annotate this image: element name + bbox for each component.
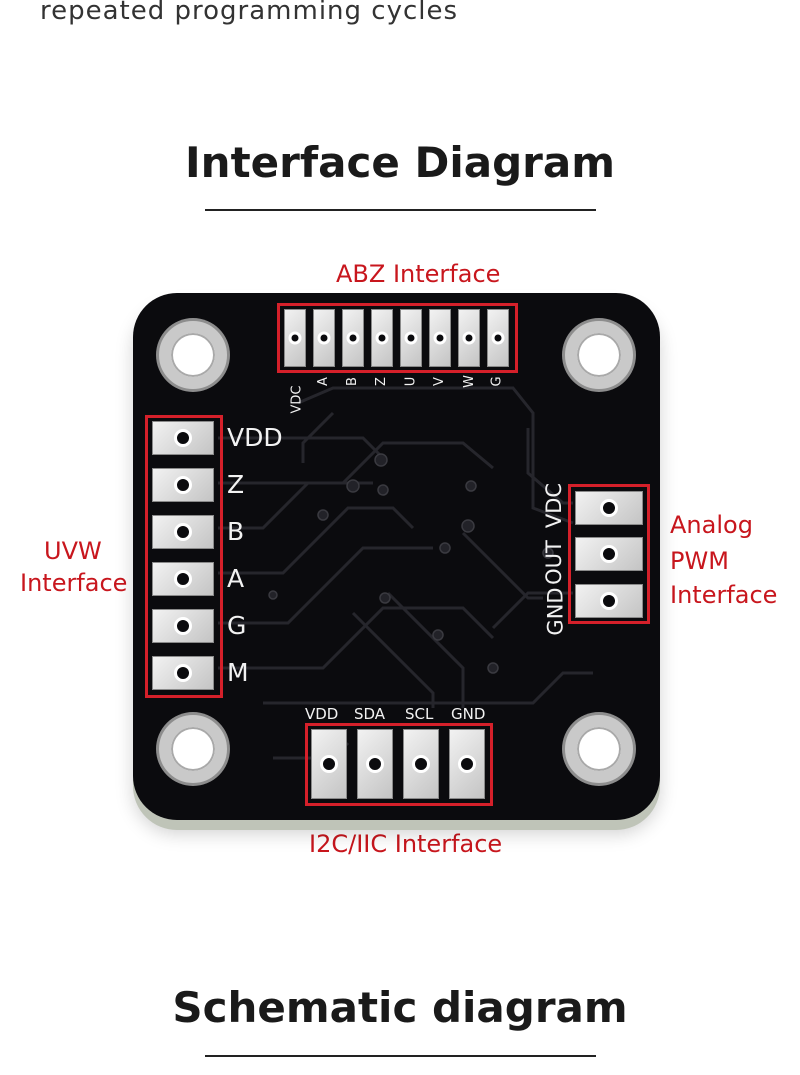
i2c-silk-scl: SCL (405, 705, 434, 723)
uvw-pad-vdd (152, 421, 214, 455)
uvw-highlight-box (145, 415, 223, 698)
abz-silk-b: B (344, 377, 360, 386)
i2c-highlight-box (305, 723, 493, 806)
mounting-hole-top-right (565, 321, 633, 389)
i2c-silk-vdd: VDD (305, 705, 339, 723)
analog-pad-out (575, 537, 643, 571)
uvw-silk-m: M (227, 658, 249, 687)
schematic-diagram-title: Schematic diagram (172, 983, 628, 1032)
abz-interface-label: ABZ Interface (336, 260, 501, 288)
analog-highlight-box (568, 484, 650, 624)
analog-pad-vdc (575, 491, 643, 525)
mounting-hole-bottom-right (565, 715, 633, 783)
i2c-interface-label: I2C/IIC Interface (309, 830, 503, 858)
uvw-silk-g: G (227, 611, 247, 640)
analog-label-line2: PWM (670, 547, 729, 575)
abz-pad-v (429, 309, 451, 367)
abz-pad-b (342, 309, 364, 367)
analog-label-line1: Analog (670, 511, 753, 539)
abz-pad-z (371, 309, 393, 367)
uvw-label-line1: UVW (44, 537, 102, 565)
i2c-pad-scl (403, 729, 439, 799)
analog-pad-gnd (575, 584, 643, 618)
abz-silk-z: Z (373, 377, 389, 386)
mounting-hole-top-left (159, 321, 227, 389)
title-underline (205, 209, 596, 211)
mounting-hole-bottom-left (159, 715, 227, 783)
abz-silk-g: G (489, 376, 505, 387)
uvw-pad-g (152, 609, 214, 643)
uvw-silk-a: A (227, 564, 245, 593)
abz-silk-u: U (403, 376, 419, 387)
abz-silk-a: A (315, 377, 331, 386)
uvw-label-line2: Interface (20, 569, 128, 597)
uvw-pad-a (152, 562, 214, 596)
interface-diagram-title: Interface Diagram (185, 138, 615, 187)
abz-pad-g (487, 309, 509, 367)
i2c-pad-vdd (311, 729, 347, 799)
uvw-pad-z (152, 468, 214, 502)
uvw-pad-b (152, 515, 214, 549)
pcb-traces (218, 386, 593, 760)
uvw-silk-b: B (227, 517, 245, 546)
i2c-pad-sda (357, 729, 393, 799)
intro-text: repeated programming cycles (40, 0, 459, 26)
uvw-pad-m (152, 656, 214, 690)
abz-highlight-box (277, 303, 518, 373)
encoder-board: VDC A B Z U V W G VDD Z B A G M VDC OUT … (133, 293, 660, 820)
analog-silk-gnd: GND (543, 587, 568, 636)
abz-pad-vdc (284, 309, 306, 367)
i2c-silk-gnd: GND (451, 705, 486, 723)
uvw-silk-vdd: VDD (227, 423, 283, 452)
abz-silk-w: W (461, 375, 477, 388)
abz-pad-u (400, 309, 422, 367)
analog-silk-out: OUT (541, 540, 566, 585)
abz-silk-v: V (431, 377, 447, 386)
abz-pad-a (313, 309, 335, 367)
i2c-pad-gnd (449, 729, 485, 799)
uvw-silk-z: Z (227, 470, 245, 499)
analog-silk-vdc: VDC (542, 482, 567, 529)
abz-pad-w (458, 309, 480, 367)
abz-silk-vdc: VDC (289, 385, 305, 414)
analog-label-line3: Interface (670, 581, 778, 609)
i2c-silk-sda: SDA (354, 705, 386, 723)
schematic-underline (205, 1055, 596, 1057)
